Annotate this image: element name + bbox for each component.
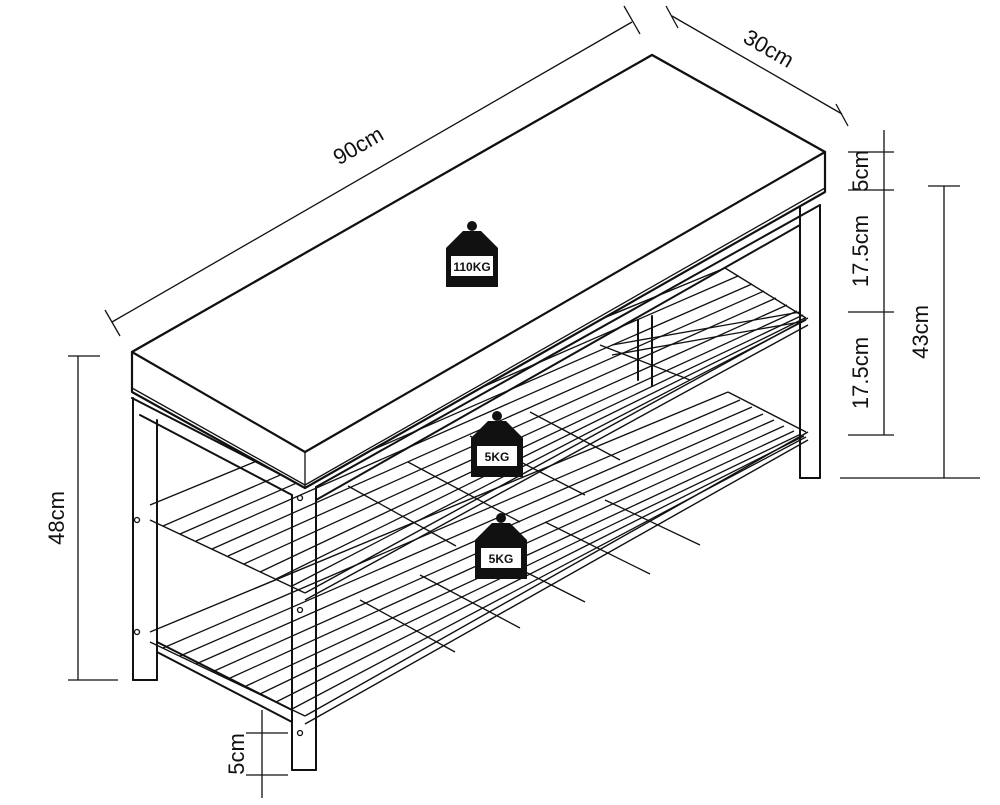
- weight-icon-lower: 5KG: [475, 513, 527, 579]
- weight-icon-upper: 5KG: [471, 411, 523, 477]
- weight-label-lower: 5KG: [489, 552, 514, 566]
- dim-total-height: 48cm: [44, 355, 118, 681]
- dim-lower-gap-label: 17.5cm: [848, 337, 873, 409]
- dim-total-height-label: 48cm: [44, 491, 69, 545]
- weight-label-upper: 5KG: [485, 450, 510, 464]
- dim-seat-thickness-label: 5cm: [848, 150, 873, 192]
- dim-seat-height-label: 43cm: [908, 305, 933, 359]
- dim-right-stack: 5cm 17.5cm 17.5cm: [848, 130, 894, 436]
- dim-foot-height: 5cm: [224, 710, 288, 798]
- dim-seat-height: 43cm: [840, 185, 980, 479]
- dim-upper-gap-label: 17.5cm: [848, 215, 873, 287]
- weight-icon-seat: 110KG: [446, 221, 498, 287]
- weight-label-seat: 110KG: [453, 260, 490, 274]
- dim-foot-height-label: 5cm: [224, 733, 249, 775]
- dim-length-label: 90cm: [329, 121, 388, 170]
- dim-depth-label: 30cm: [739, 24, 798, 73]
